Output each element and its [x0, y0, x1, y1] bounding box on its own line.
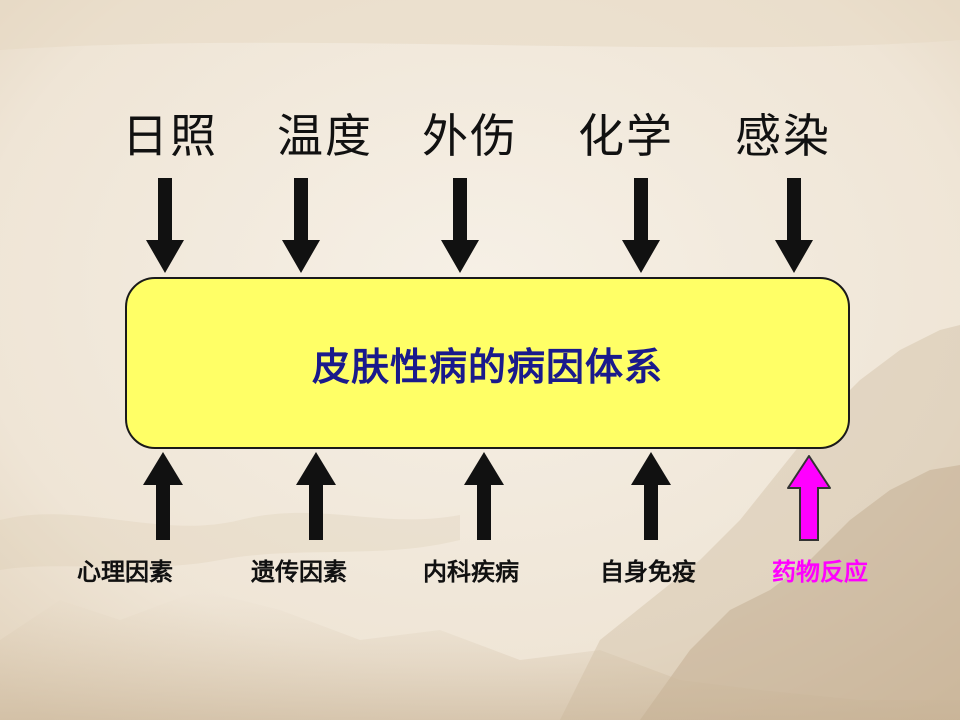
up-arrow-drug-reaction [787, 455, 831, 541]
up-arrow-internal-disease [464, 452, 504, 540]
down-arrow-sunlight [146, 178, 184, 273]
up-arrow-autoimmune [631, 452, 671, 540]
down-arrow-infection [775, 178, 813, 273]
top-cause-trauma: 外伤 [422, 109, 518, 163]
top-cause-sunlight: 日照 [122, 109, 218, 163]
up-arrow-genetic [296, 452, 336, 540]
center-box: 皮肤性病的病因体系 [125, 277, 850, 449]
top-cause-infection: 感染 [735, 109, 831, 163]
top-cause-chemical: 化学 [578, 109, 674, 163]
bottom-cause-internal-disease: 内科疾病 [423, 558, 519, 586]
bottom-cause-autoimmune: 自身免疫 [600, 558, 696, 586]
down-arrow-temperature [282, 178, 320, 273]
bottom-cause-psychological: 心理因素 [77, 558, 173, 586]
down-arrow-trauma [441, 178, 479, 273]
up-arrow-psychological [143, 452, 183, 540]
down-arrow-chemical [622, 178, 660, 273]
bottom-cause-drug-reaction: 药物反应 [772, 558, 868, 586]
top-cause-temperature: 温度 [277, 109, 373, 163]
bottom-cause-genetic: 遗传因素 [251, 558, 347, 586]
diagram-title: 皮肤性病的病因体系 [311, 344, 663, 389]
